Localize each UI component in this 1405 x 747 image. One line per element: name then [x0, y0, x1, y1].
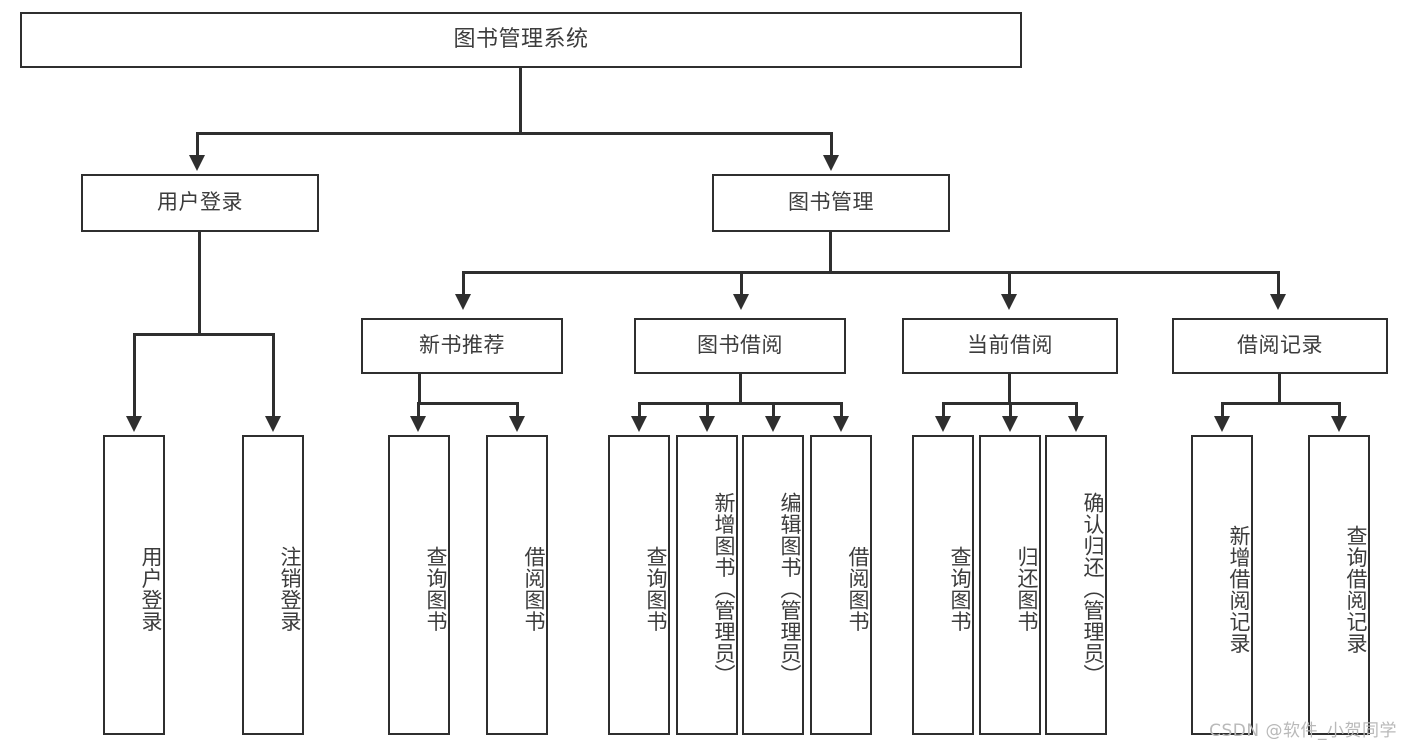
node-label: 用户登录	[139, 546, 163, 632]
node-label: 查询借阅记录	[1344, 524, 1368, 654]
arrowhead-to-book-borrow	[733, 294, 749, 310]
node-label: 当前借阅	[967, 333, 1053, 358]
node-label: 确认归还（管理员）	[1081, 492, 1105, 686]
connector-user-login-branch-2	[272, 333, 275, 419]
node-current-borrow[interactable]: 当前借阅	[902, 318, 1118, 374]
node-label: 新书推荐	[419, 333, 505, 358]
connector-bm-branch-3	[1008, 271, 1011, 297]
connector-bb-branch-3	[772, 402, 775, 420]
connector-user-login-stem	[198, 232, 201, 336]
arrowhead-bb-leaf-3	[765, 416, 781, 432]
arrowhead-to-current-borrow	[1001, 294, 1017, 310]
connector-br-branch-2	[1338, 402, 1341, 420]
node-borrow-record[interactable]: 借阅记录	[1172, 318, 1388, 374]
arrowhead-to-user-login	[189, 155, 205, 171]
leaf-book-borrow-query-book[interactable]: 查询图书	[608, 435, 670, 735]
node-label: 用户登录	[157, 190, 243, 215]
node-user-login[interactable]: 用户登录	[81, 174, 319, 232]
leaf-new-book-query-book[interactable]: 查询图书	[388, 435, 450, 735]
arrowhead-nbr-leaf-2	[509, 416, 525, 432]
arrowhead-cb-leaf-2	[1002, 416, 1018, 432]
connector-bb-branch-2	[706, 402, 709, 420]
arrowhead-to-borrow-record	[1270, 294, 1286, 310]
node-label: 借阅图书	[846, 546, 870, 632]
leaf-book-borrow-add-book-admin[interactable]: 新增图书（管理员）	[676, 435, 738, 735]
connector-bm-branch-1	[462, 271, 465, 297]
node-label: 编辑图书（管理员）	[778, 492, 802, 686]
arrowhead-bb-leaf-1	[631, 416, 647, 432]
node-label: 图书管理系统	[453, 26, 589, 52]
connector-book-management-stem	[829, 232, 832, 274]
connector-bm-branch-2	[740, 271, 743, 297]
node-label: 查询图书	[948, 546, 972, 632]
leaf-current-borrow-confirm-return-admin[interactable]: 确认归还（管理员）	[1045, 435, 1107, 735]
node-new-book-recommend[interactable]: 新书推荐	[361, 318, 563, 374]
connector-root-bus	[196, 132, 833, 135]
node-label: 图书借阅	[697, 333, 783, 358]
node-label: 查询图书	[644, 546, 668, 632]
node-label: 注销登录	[278, 546, 302, 632]
connector-user-login-branch-1	[133, 333, 136, 419]
arrowhead-cb-leaf-3	[1068, 416, 1084, 432]
arrowhead-cb-leaf-1	[935, 416, 951, 432]
connector-root-stem	[519, 68, 522, 134]
arrowhead-user-login-leaf-2	[265, 416, 281, 432]
connector-nbr-bus	[417, 402, 519, 405]
connector-root-to-book-management	[830, 132, 833, 158]
node-root-book-management-system[interactable]: 图书管理系统	[20, 12, 1022, 68]
leaf-current-borrow-return-book[interactable]: 归还图书	[979, 435, 1041, 735]
arrowhead-bb-leaf-4	[833, 416, 849, 432]
arrowhead-user-login-leaf-1	[126, 416, 142, 432]
connector-book-management-bus	[462, 271, 1280, 274]
connector-bm-branch-4	[1277, 271, 1280, 297]
node-book-management[interactable]: 图书管理	[712, 174, 950, 232]
arrowhead-to-new-book-recommend	[455, 294, 471, 310]
node-book-borrow[interactable]: 图书借阅	[634, 318, 846, 374]
node-label: 查询图书	[424, 546, 448, 632]
leaf-user-login-login[interactable]: 用户登录	[103, 435, 165, 735]
node-label: 图书管理	[788, 190, 874, 215]
connector-br-bus	[1221, 402, 1341, 405]
connector-cb-stem	[1008, 374, 1011, 404]
connector-bb-branch-1	[638, 402, 641, 420]
leaf-new-book-borrow-book[interactable]: 借阅图书	[486, 435, 548, 735]
arrowhead-br-leaf-2	[1331, 416, 1347, 432]
leaf-book-borrow-borrow-book[interactable]: 借阅图书	[810, 435, 872, 735]
node-label: 新增图书（管理员）	[712, 492, 736, 686]
connector-bb-branch-4	[840, 402, 843, 420]
connector-nbr-stem	[418, 374, 421, 404]
connector-cb-branch-2	[1009, 402, 1012, 420]
arrowhead-br-leaf-1	[1214, 416, 1230, 432]
arrowhead-bb-leaf-2	[699, 416, 715, 432]
arrowhead-to-book-management	[823, 155, 839, 171]
connector-cb-branch-1	[942, 402, 945, 420]
connector-user-login-bus	[133, 333, 275, 336]
connector-nbr-branch-2	[516, 402, 519, 420]
node-label: 借阅记录	[1237, 333, 1323, 358]
leaf-borrow-record-query-record[interactable]: 查询借阅记录	[1308, 435, 1370, 735]
leaf-book-borrow-edit-book-admin[interactable]: 编辑图书（管理员）	[742, 435, 804, 735]
connector-br-branch-1	[1221, 402, 1224, 420]
arrowhead-nbr-leaf-1	[410, 416, 426, 432]
node-label: 新增借阅记录	[1227, 524, 1251, 654]
node-label: 归还图书	[1015, 546, 1039, 632]
connector-bb-stem	[739, 374, 742, 404]
connector-br-stem	[1278, 374, 1281, 404]
leaf-current-borrow-query-book[interactable]: 查询图书	[912, 435, 974, 735]
leaf-user-login-logout[interactable]: 注销登录	[242, 435, 304, 735]
leaf-borrow-record-add-record[interactable]: 新增借阅记录	[1191, 435, 1253, 735]
connector-nbr-branch-1	[417, 402, 420, 420]
connector-bb-bus	[638, 402, 843, 405]
connector-cb-branch-3	[1075, 402, 1078, 420]
connector-root-to-user-login	[196, 132, 199, 158]
node-label: 借阅图书	[522, 546, 546, 632]
